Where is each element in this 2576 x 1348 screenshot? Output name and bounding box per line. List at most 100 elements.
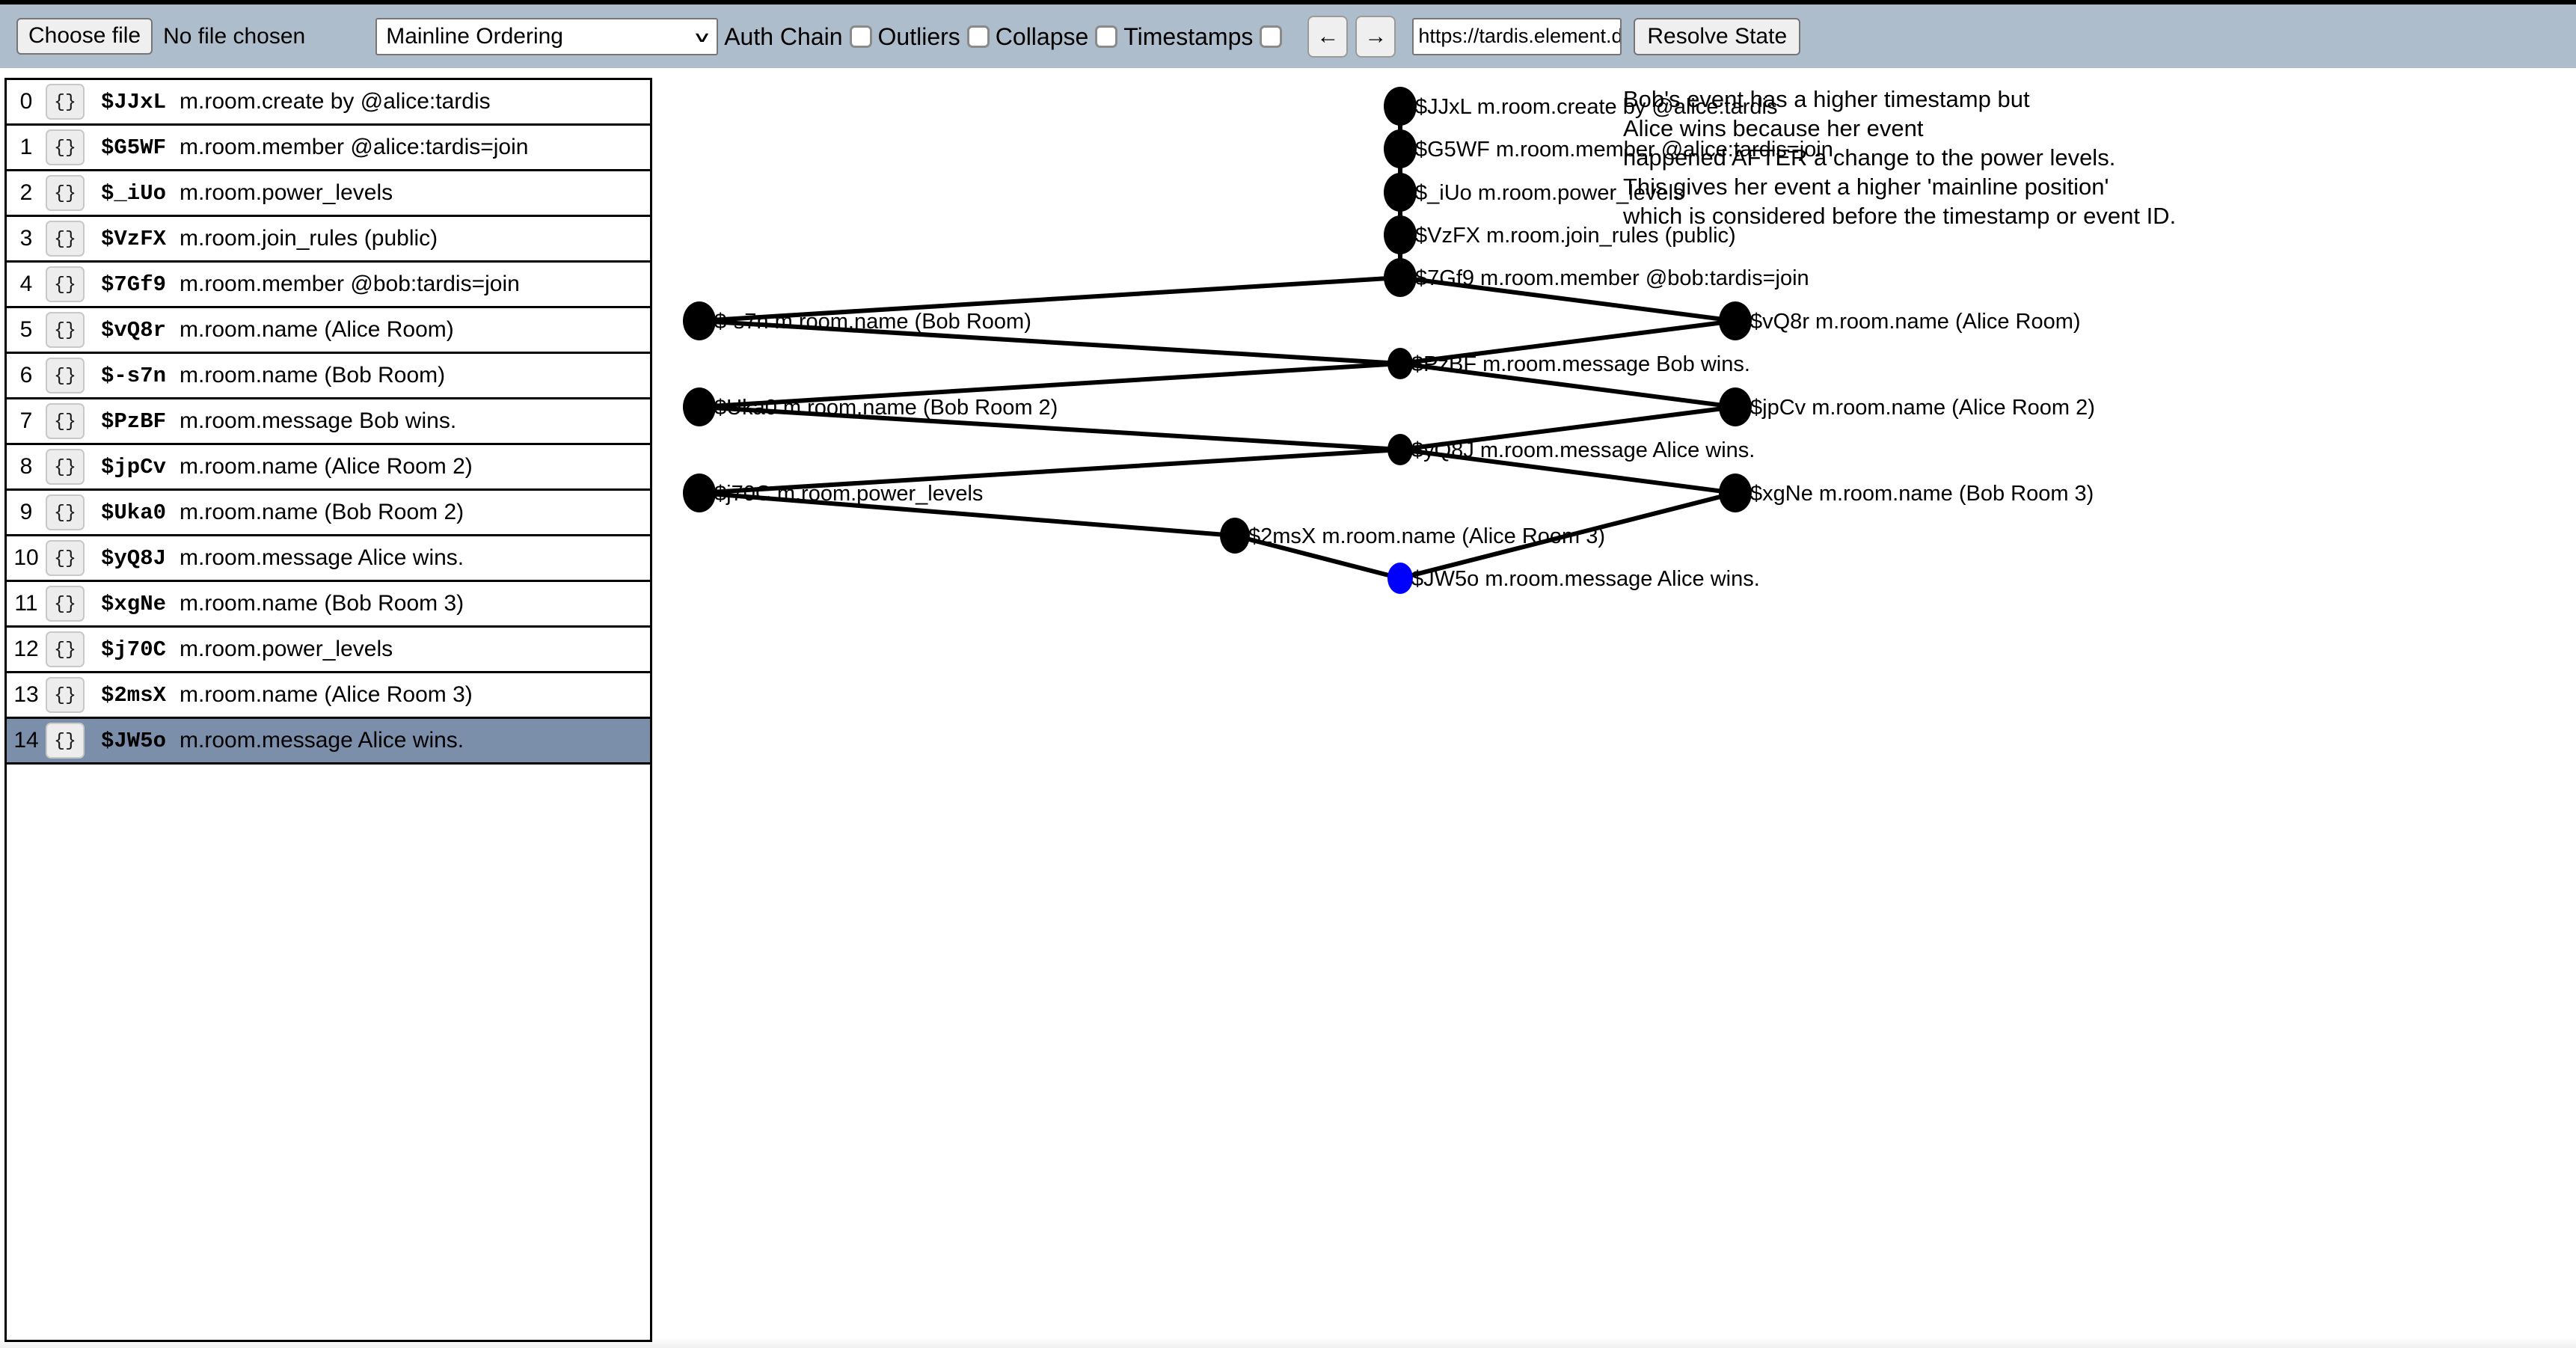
event-index: 9 [7, 500, 46, 525]
dag-node-label: $7Gf9 m.room.member @bob:tardis=join [1415, 266, 1809, 290]
no-file-chosen-label: No file chosen [163, 24, 305, 49]
event-list-item[interactable]: 3{}$VzFXm.room.join_rules (public) [7, 217, 650, 263]
annotation-line: which is considered before the timestamp… [1622, 203, 2176, 229]
step-forward-button[interactable]: → [1355, 16, 1396, 58]
event-description: m.room.name (Alice Room 2) [180, 454, 473, 480]
annotation-line: Alice wins because her event [1623, 115, 1924, 141]
edge-layer [699, 106, 1735, 578]
event-id: $7Gf9 [101, 272, 166, 297]
collapse-toggle[interactable]: Collapse [990, 25, 1118, 49]
event-description: m.room.message Alice wins. [180, 545, 464, 571]
view-json-button[interactable]: {} [46, 723, 85, 759]
view-json-button[interactable]: {} [46, 540, 85, 576]
step-back-button[interactable]: ← [1307, 16, 1348, 58]
event-description: m.room.join_rules (public) [180, 226, 438, 251]
view-json-button[interactable]: {} [46, 358, 85, 393]
event-list: 0{}$JJxLm.room.create by @alice:tardis1{… [7, 80, 650, 765]
view-json-button[interactable]: {} [46, 129, 85, 165]
chevron-down-icon: ∨ [692, 29, 712, 44]
view-json-button[interactable]: {} [46, 586, 85, 622]
timestamps-checkbox[interactable] [1260, 25, 1282, 48]
dag-node[interactable] [1387, 434, 1413, 465]
event-id: $yQ8J [101, 546, 166, 571]
view-json-button[interactable]: {} [46, 449, 85, 485]
event-description: m.room.name (Bob Room 3) [180, 591, 464, 616]
dag-graph-svg[interactable]: $JJxL m.room.create by @alice:tardis$G5W… [658, 73, 2576, 1348]
event-id: $vQ8r [101, 318, 166, 343]
event-index: 0 [7, 89, 46, 114]
collapse-checkbox[interactable] [1095, 25, 1117, 48]
event-id: $2msX [101, 683, 166, 708]
dag-node[interactable] [1387, 348, 1413, 379]
homeserver-url-input[interactable]: https://tardis.element.dev [1412, 18, 1622, 55]
event-index: 8 [7, 454, 46, 480]
event-index: 4 [7, 272, 46, 297]
event-list-item[interactable]: 5{} $vQ8r m.room.name (Alice Room) [7, 308, 650, 354]
view-json-button[interactable]: {} [46, 266, 85, 302]
dag-node[interactable] [1220, 518, 1250, 554]
event-list-item[interactable]: 8{}$jpCvm.room.name (Alice Room 2) [7, 445, 650, 491]
timestamps-toggle[interactable]: Timestamps [1117, 25, 1282, 49]
dag-node-label: $vQ8r m.room.name (Alice Room) [1750, 310, 2081, 334]
dag-node[interactable] [683, 474, 716, 512]
dag-graph-panel[interactable]: $JJxL m.room.create by @alice:tardis$G5W… [658, 73, 2576, 1348]
event-description: m.room.create by @alice:tardis [180, 89, 491, 114]
dag-node[interactable] [1384, 258, 1417, 297]
file-picker[interactable]: Choose file No file chosen [16, 18, 305, 55]
event-id: $VzFX [101, 227, 166, 251]
view-json-button[interactable]: {} [46, 175, 85, 211]
auth-chain-toggle[interactable]: Auth Chain [718, 25, 871, 49]
toolbar: Choose file No file chosen Mainline Orde… [0, 0, 2576, 68]
event-index: 5 [7, 317, 46, 343]
view-json-button[interactable]: {} [46, 403, 85, 439]
dag-node-label: $j70C m.room.power_levels [714, 482, 983, 506]
outliers-toggle[interactable]: Outliers [872, 25, 990, 49]
event-description: m.room.power_levels [180, 637, 393, 662]
event-list-item[interactable]: 2{}$_iUom.room.power_levels [7, 171, 650, 217]
event-description: m.room.name (Bob Room 2) [180, 500, 464, 525]
dag-node[interactable] [683, 301, 716, 340]
view-json-button[interactable]: {} [46, 631, 85, 667]
dag-node[interactable] [1384, 87, 1417, 126]
outliers-checkbox[interactable] [967, 25, 990, 48]
annotation-line: This gives her event a higher 'mainline … [1623, 174, 2109, 200]
event-index: 10 [7, 545, 46, 571]
dag-node[interactable] [1384, 129, 1417, 168]
dag-node[interactable] [1719, 301, 1752, 340]
event-description: m.room.member @alice:tardis=join [180, 135, 528, 160]
dag-node[interactable] [1719, 387, 1752, 426]
choose-file-button[interactable]: Choose file [16, 18, 153, 55]
dag-node[interactable] [1384, 215, 1417, 254]
event-list-item[interactable]: 9{}$Uka0m.room.name (Bob Room 2) [7, 491, 650, 536]
event-list-item[interactable]: 11{}$xgNem.room.name (Bob Room 3) [7, 582, 650, 628]
view-json-button[interactable]: {} [46, 677, 85, 713]
view-json-button[interactable]: {} [46, 312, 85, 348]
annotation-line: happened AFTER a change to the power lev… [1623, 144, 2115, 171]
event-list-item[interactable]: 10{} $yQ8J m.room.message Alice wins. [7, 536, 650, 582]
resolve-state-button[interactable]: Resolve State [1634, 18, 1800, 55]
dag-node[interactable] [1387, 563, 1413, 594]
event-list-item[interactable]: 14{}$JW5om.room.message Alice wins. [7, 719, 650, 765]
event-index: 12 [7, 637, 46, 662]
view-json-button[interactable]: {} [46, 494, 85, 530]
event-list-item[interactable]: 0{}$JJxLm.room.create by @alice:tardis [7, 80, 650, 126]
view-json-button[interactable]: {} [46, 221, 85, 257]
auth-chain-checkbox[interactable] [850, 25, 872, 48]
event-list-item[interactable]: 4{}$7Gf9m.room.member @bob:tardis=join [7, 263, 650, 308]
event-index: 6 [7, 363, 46, 388]
event-description: m.room.message Bob wins. [180, 408, 456, 434]
view-json-button[interactable]: {} [46, 84, 85, 120]
event-list-item[interactable]: 1{}$G5WFm.room.member @alice:tardis=join [7, 126, 650, 171]
event-list-item[interactable]: 6{}$-s7nm.room.name (Bob Room) [7, 354, 650, 399]
dag-node[interactable] [1719, 474, 1752, 512]
event-list-item[interactable]: 7{}$PzBFm.room.message Bob wins. [7, 399, 650, 445]
dag-node-label: $2msX m.room.name (Alice Room 3) [1248, 524, 1605, 548]
event-list-item[interactable]: 12{}$j70Cm.room.power_levels [7, 628, 650, 673]
event-description: m.room.name (Alice Room) [180, 317, 454, 343]
event-list-item[interactable]: 13{}$2msXm.room.name (Alice Room 3) [7, 673, 650, 719]
dag-node-label: $Uka0 m.room.name (Bob Room 2) [714, 396, 1058, 420]
ordering-select[interactable]: Mainline Ordering ∨ [375, 18, 718, 55]
dag-node[interactable] [1384, 173, 1417, 212]
collapse-label: Collapse [996, 25, 1089, 49]
dag-node[interactable] [683, 387, 716, 426]
